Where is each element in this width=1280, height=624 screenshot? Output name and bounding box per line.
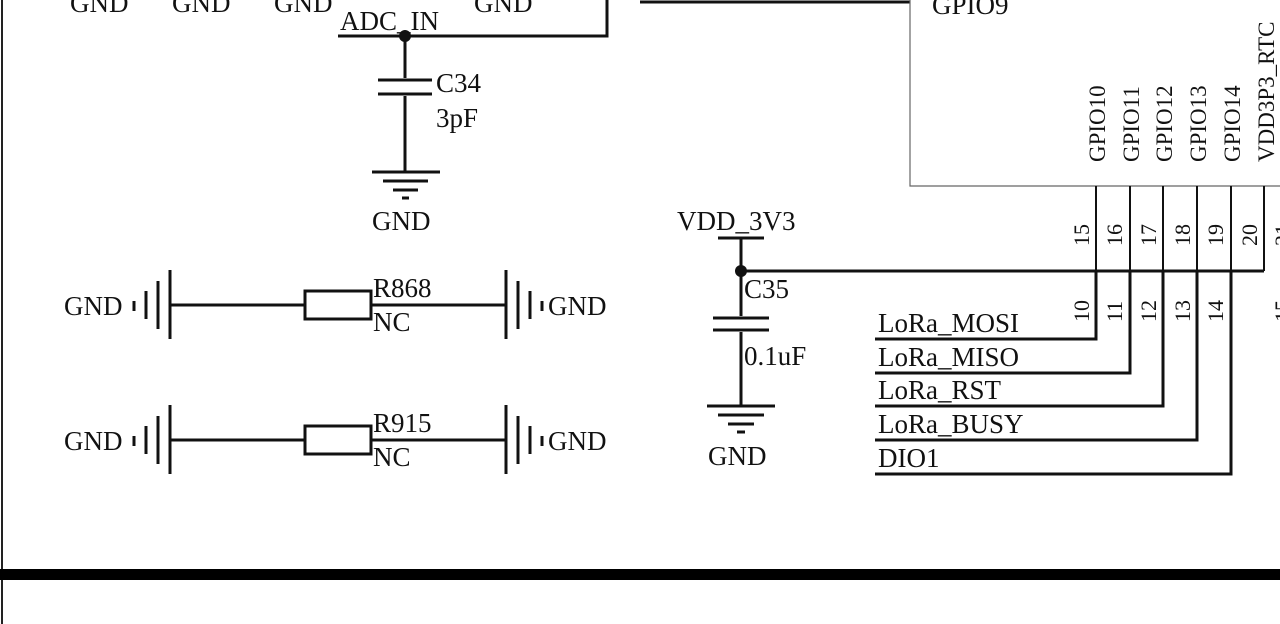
ground-symbol-c34: GND <box>372 170 440 236</box>
ground-symbol-c35: GND <box>707 404 775 471</box>
top-gnd-label-3: GND <box>274 0 333 18</box>
net-label-lora-busy: LoRa_BUSY <box>878 409 1024 439</box>
vdd-3v3-label: VDD_3V3 <box>677 206 796 236</box>
adc-in-net: ADC_IN <box>338 0 609 42</box>
resistor-r915: GND R915 NC GND <box>64 405 607 474</box>
r915-ref: R915 <box>373 408 432 438</box>
pin-number-14: 14 <box>1203 300 1228 322</box>
pin-name-gpio11: GPIO11 <box>1119 86 1144 162</box>
module-pin-lines <box>1095 186 1265 271</box>
pin-name-gpio12: GPIO12 <box>1152 85 1177 162</box>
r868-value: NC <box>373 307 411 337</box>
c34-value: 3pF <box>436 103 478 133</box>
net-label-lora-mosi: LoRa_MOSI <box>878 308 1019 338</box>
adc-in-label: ADC_IN <box>340 6 439 36</box>
lower-pin-numbers: 10 11 12 13 14 15 <box>1069 300 1280 322</box>
pin-number-10: 10 <box>1069 300 1094 322</box>
r915-value: NC <box>373 442 411 472</box>
capacitor-c34: C34 3pF <box>378 36 482 172</box>
r868-right-gnd-label: GND <box>548 291 607 321</box>
module-body: GPIO9 <box>909 0 1280 187</box>
upper-pin-numbers: 15 16 17 18 19 20 21 <box>1069 224 1280 246</box>
c35-ref: C35 <box>744 274 789 304</box>
gnd-label-c35: GND <box>708 441 767 471</box>
pin-number-21: 21 <box>1270 224 1280 246</box>
r915-left-gnd-label: GND <box>64 426 123 456</box>
net-label-lora-miso: LoRa_MISO <box>878 342 1019 372</box>
top-gnd-label-2: GND <box>172 0 231 18</box>
pin-number-18: 18 <box>1170 224 1195 246</box>
pin-number-13: 13 <box>1170 300 1195 322</box>
r915-right-gnd-label: GND <box>548 426 607 456</box>
capacitor-c35: VDD_3V3 C35 0.1uF <box>677 206 1264 406</box>
pin-number-20: 20 <box>1237 224 1262 246</box>
module-pin-names: GPIO10 GPIO11 GPIO12 GPIO13 GPIO14 VDD3P… <box>1085 22 1279 162</box>
pin-number-19: 19 <box>1203 224 1228 246</box>
pin-number-15-lower: 15 <box>1270 300 1280 322</box>
pin-name-gpio10: GPIO10 <box>1085 85 1110 162</box>
pin-number-16: 16 <box>1102 224 1127 246</box>
top-gnd-label-1: GND <box>70 0 129 18</box>
r868-left-gnd-label: GND <box>64 291 123 321</box>
r868-ref: R868 <box>373 273 432 303</box>
resistor-r868: GND R868 NC GND <box>64 270 607 339</box>
pin-number-11: 11 <box>1102 301 1127 322</box>
c34-ref: C34 <box>436 68 482 98</box>
signal-nets: LoRa_MOSI LoRa_MISO LoRa_RST LoRa_BUSY D… <box>875 271 1233 476</box>
c35-value: 0.1uF <box>744 341 806 371</box>
top-gnd-label-4: GND <box>474 0 533 18</box>
frame-bottom-border <box>0 569 1280 580</box>
pin-number-12: 12 <box>1136 300 1161 322</box>
net-label-dio1: DIO1 <box>878 443 940 473</box>
gpio9-label: GPIO9 <box>932 0 1009 20</box>
pin-name-vdd3p3-rtc: VDD3P3_RTC <box>1254 22 1279 162</box>
pin-name-gpio14: GPIO14 <box>1220 85 1245 162</box>
net-label-lora-rst: LoRa_RST <box>878 375 1002 405</box>
pin-number-15: 15 <box>1069 224 1094 246</box>
gnd-label-c34: GND <box>372 206 431 236</box>
pin-number-17: 17 <box>1136 224 1161 246</box>
pin-name-gpio13: GPIO13 <box>1186 85 1211 162</box>
